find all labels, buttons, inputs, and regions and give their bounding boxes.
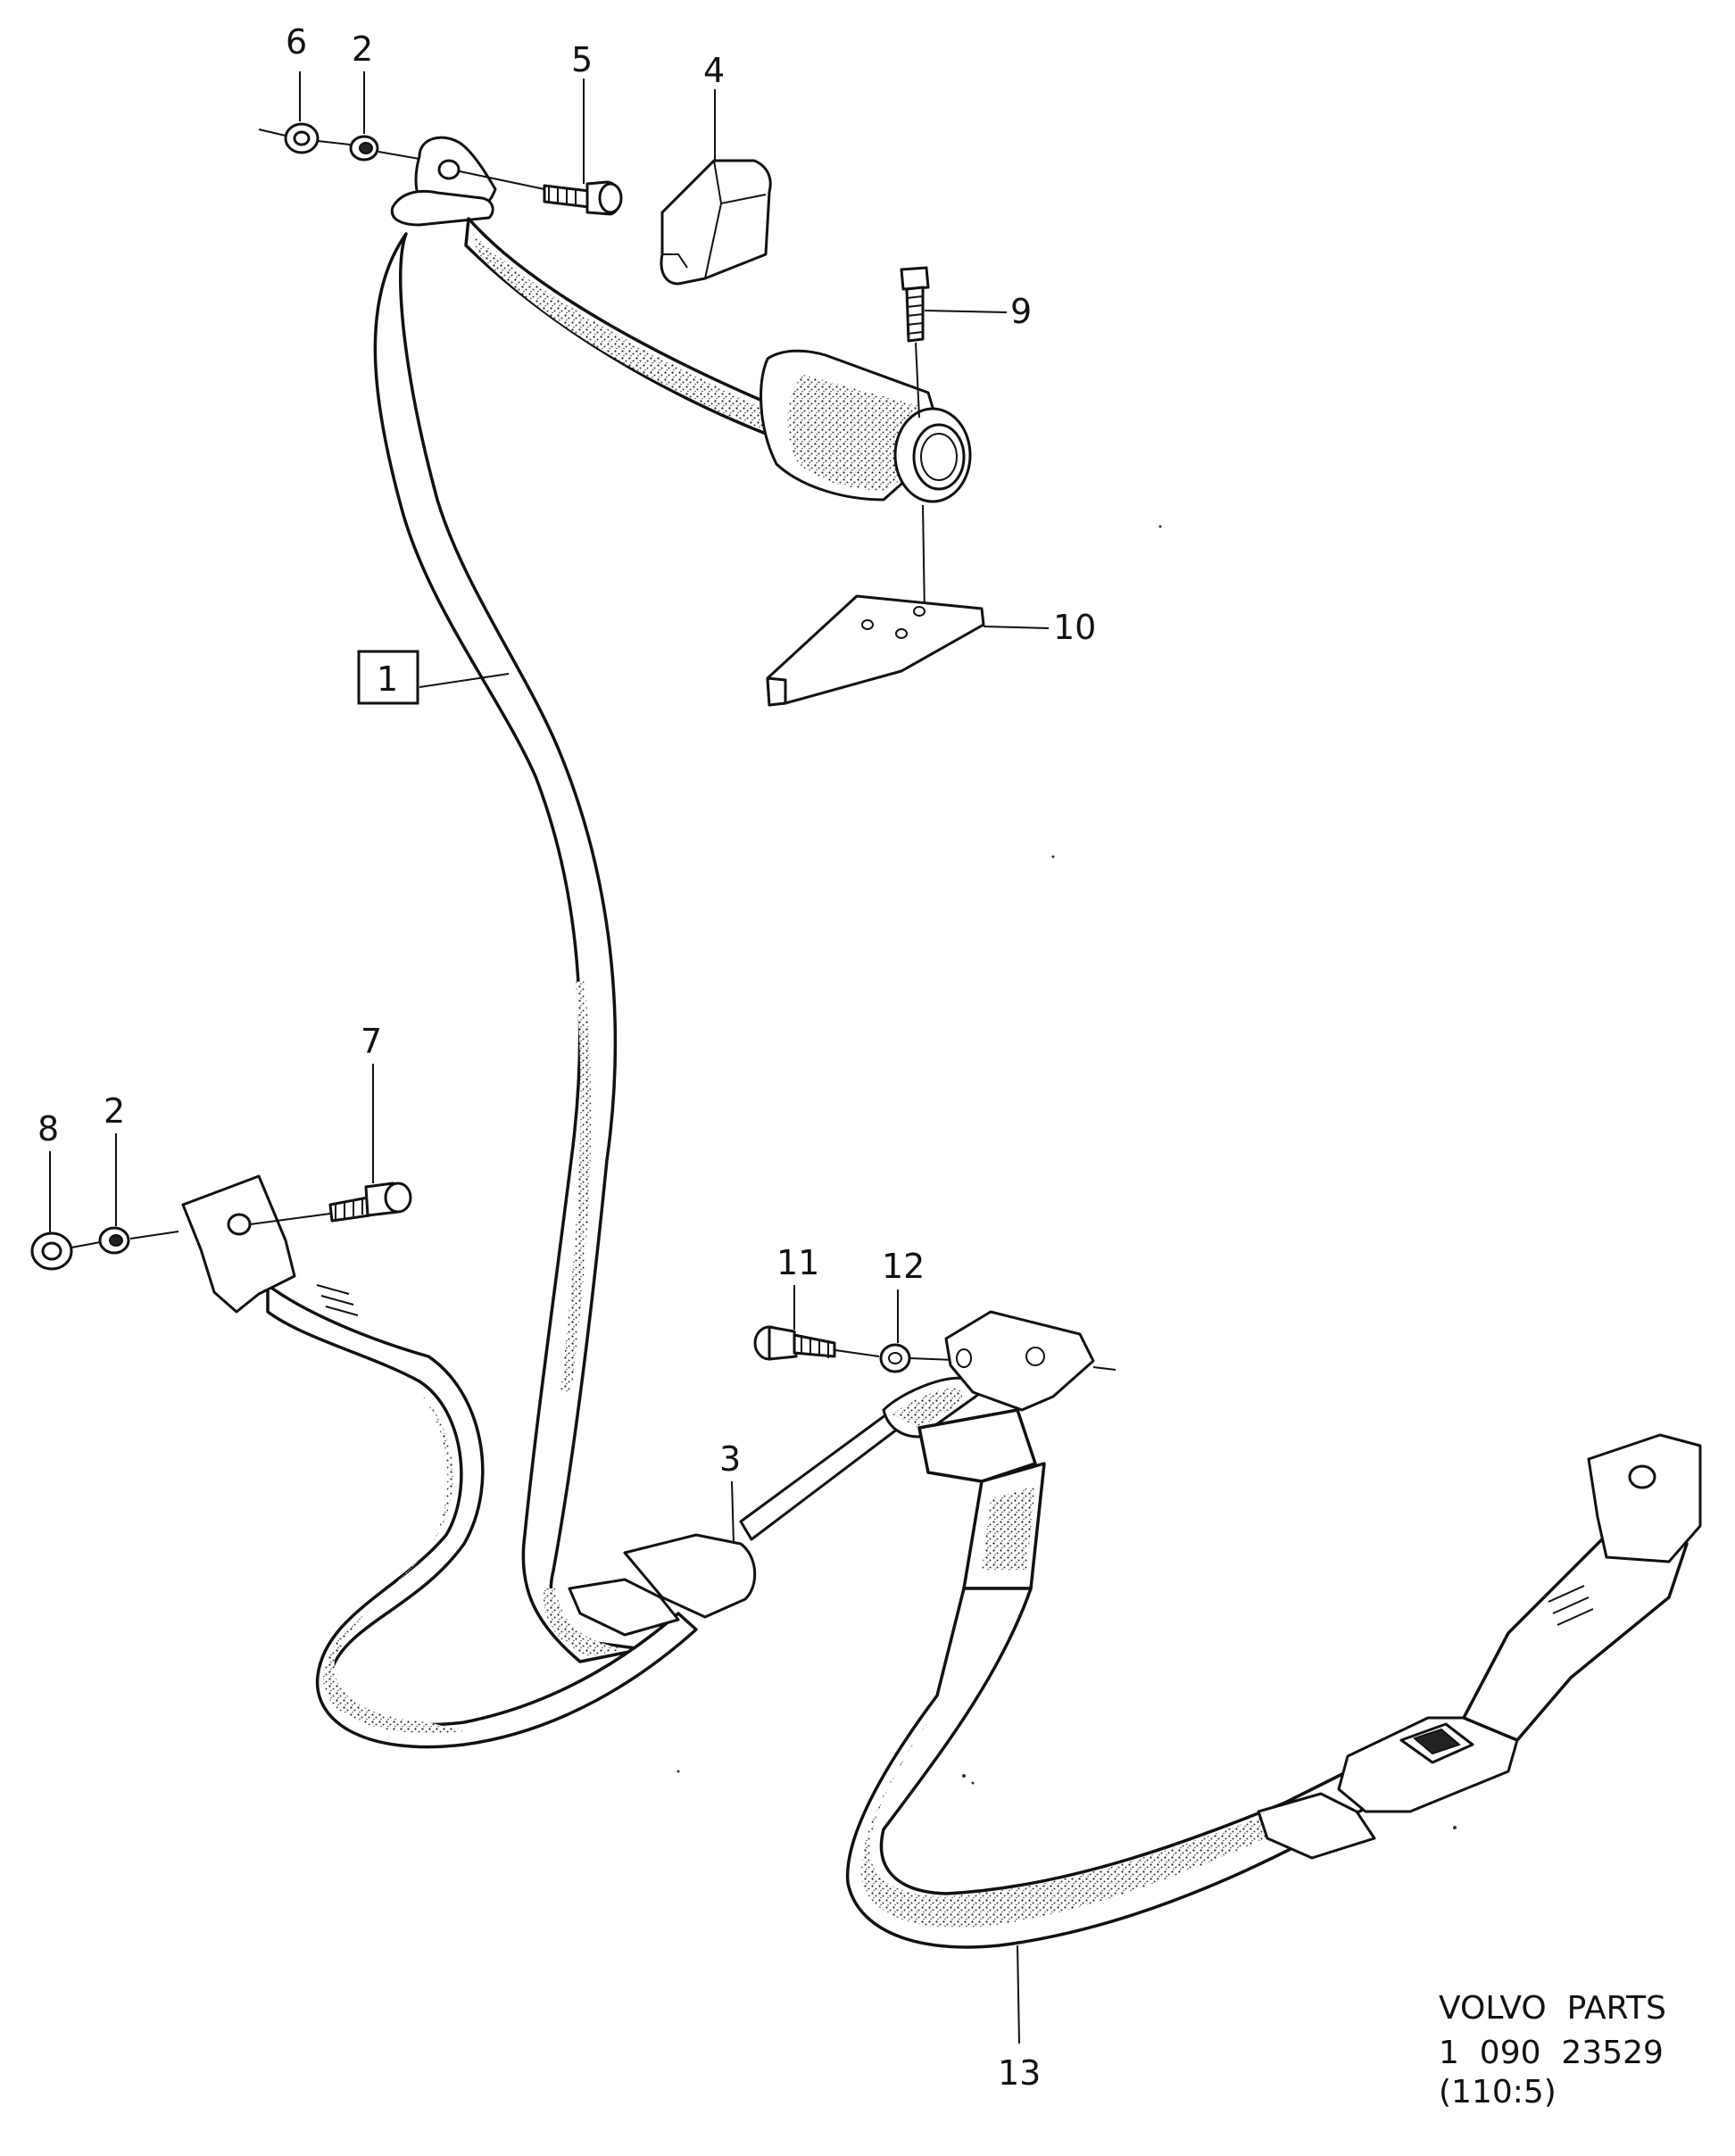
footer-ref: (110:5) — [1439, 2074, 1557, 2110]
bolt-7 — [328, 1182, 412, 1223]
bolt-9 — [900, 266, 1008, 617]
stray-print-dots — [677, 525, 1457, 1829]
retractor-reel — [760, 349, 972, 503]
callout-7: 7 — [361, 1022, 382, 1061]
main-shoulder-belt — [373, 232, 644, 1663]
callout-6: 6 — [286, 22, 307, 62]
bracket-10 — [766, 594, 1050, 707]
callout-10: 10 — [1053, 608, 1096, 647]
leader-lines — [49, 71, 1020, 2044]
callout-labels: 6 2 5 4 9 10 1 7 8 2 11 12 3 13 — [37, 22, 1096, 2093]
callout-1: 1 — [377, 659, 398, 699]
callout-9: 9 — [1010, 292, 1032, 331]
lower-lap-belt — [266, 1283, 698, 1749]
lower-left-anchor-assembly — [30, 1174, 412, 1314]
bolt-5 — [543, 180, 623, 216]
bolt-11 — [753, 1325, 836, 1361]
callout-1-box — [357, 650, 419, 705]
callout-2-upper: 2 — [352, 29, 373, 69]
callout-4: 4 — [703, 51, 725, 90]
latch-tongue-3 — [568, 1376, 984, 1637]
footer-reference: VOLVO PARTS 1 090 23529 (110:5) — [1439, 1990, 1666, 2110]
callout-3: 3 — [719, 1439, 741, 1479]
right-anchor-assembly — [753, 1310, 1117, 1590]
footer-brand: VOLVO PARTS — [1439, 1990, 1666, 2027]
callout-5: 5 — [571, 40, 593, 79]
callout-13: 13 — [998, 2053, 1041, 2093]
upper-anchor-assembly — [258, 122, 623, 227]
cover-4 — [660, 159, 772, 286]
callout-8: 8 — [37, 1109, 59, 1148]
footer-part-number: 1 090 23529 — [1439, 2035, 1664, 2071]
callout-12: 12 — [882, 1247, 925, 1286]
washer-12 — [879, 1343, 911, 1373]
buckle-assembly — [1257, 1433, 1702, 1860]
callout-2-lower: 2 — [104, 1091, 125, 1131]
callout-11: 11 — [776, 1243, 819, 1282]
